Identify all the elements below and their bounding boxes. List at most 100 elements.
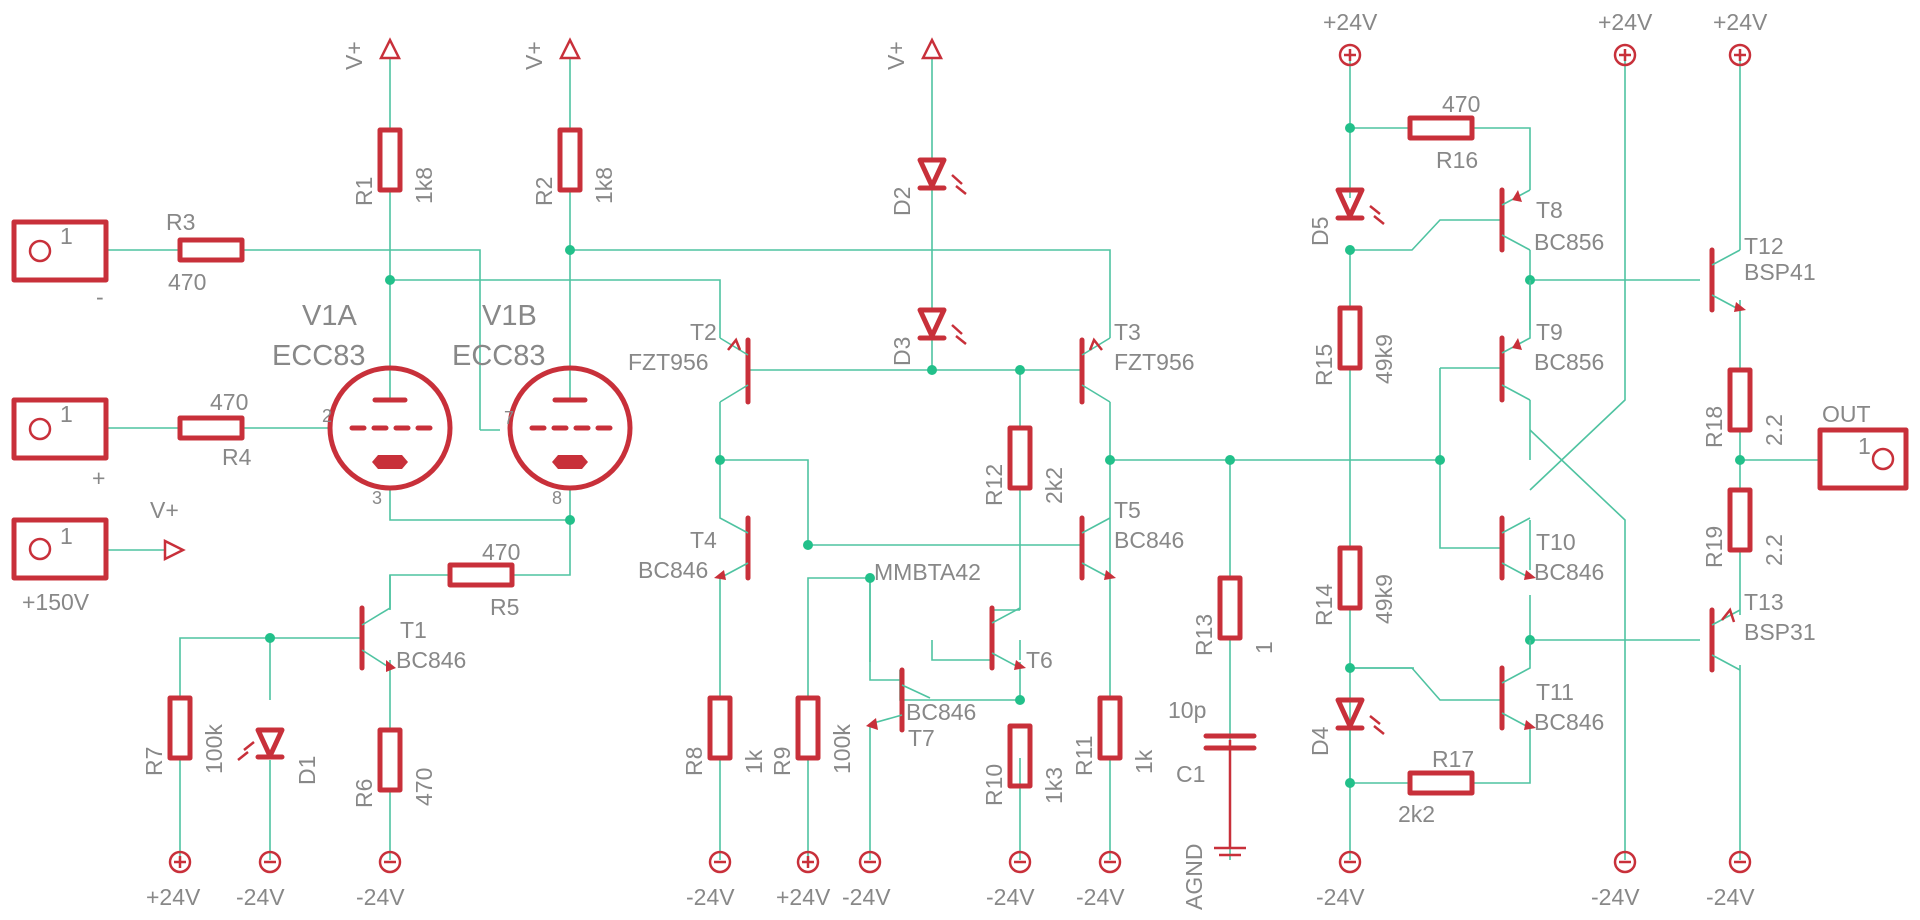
svg-text:-24V: -24V: [842, 884, 891, 910]
tube-value: ECC83: [272, 340, 366, 372]
svg-text:+24V: +24V: [776, 884, 831, 910]
connector-label: +: [92, 465, 105, 491]
plus24-icon: +24V: [146, 850, 201, 910]
transistor-t7[interactable]: BC846 T7: [866, 667, 976, 751]
connector-supply-150v[interactable]: 1 +150V: [11, 517, 109, 615]
transistor-t5[interactable]: T5 BC846: [1079, 497, 1184, 581]
svg-text:2k2: 2k2: [1398, 801, 1435, 827]
svg-text:100k: 100k: [201, 724, 227, 774]
svg-text:T8: T8: [1536, 197, 1563, 223]
connector-input-minus[interactable]: 1 -: [11, 219, 109, 310]
capacitor-c1[interactable]: 10p C1: [1168, 697, 1257, 787]
svg-text:R10: R10: [981, 764, 1007, 806]
transistor-t4[interactable]: T4 BC846: [638, 470, 751, 583]
minus24-icon: -24V: [356, 850, 405, 910]
tube-v1b[interactable]: V1B ECC83 7 8: [452, 300, 633, 508]
svg-text:T9: T9: [1536, 319, 1563, 345]
svg-text:1k3: 1k3: [1041, 767, 1067, 804]
svg-text:R14: R14: [1311, 584, 1337, 626]
svg-text:10p: 10p: [1168, 697, 1206, 723]
transistor-t2[interactable]: T2 FZT956: [628, 319, 751, 405]
led-d5[interactable]: D5: [1307, 187, 1385, 246]
minus24-icon: -24V: [986, 850, 1035, 910]
transistor-t12[interactable]: T12 BSP41: [1709, 233, 1816, 313]
svg-text:7: 7: [504, 408, 514, 428]
svg-text:470: 470: [168, 269, 206, 295]
svg-text:T2: T2: [690, 319, 717, 345]
connector-input-plus[interactable]: 1 +: [11, 397, 109, 491]
vplus-icon: V+: [341, 37, 402, 70]
svg-text:49k9: 49k9: [1371, 334, 1397, 384]
transistor-t6[interactable]: T6 MMBTA42: [874, 559, 1053, 673]
transistor-t1[interactable]: T1 BC846: [359, 575, 466, 673]
led-d4[interactable]: D4: [1307, 697, 1385, 756]
resistor-r10[interactable]: R10 1k3: [981, 723, 1067, 806]
svg-text:R13: R13: [1191, 614, 1217, 656]
transistor-t9[interactable]: T9 BC856: [1499, 280, 1604, 403]
minus24-icon: -24V: [1076, 850, 1125, 910]
pin-number: 1: [60, 523, 73, 549]
transistor-t3[interactable]: T3 FZT956: [1079, 319, 1195, 405]
svg-text:R4: R4: [222, 444, 252, 470]
transistors: T1 BC846 T2 FZT956 T3 FZT956 T4 BC846: [359, 187, 1816, 751]
svg-text:T13: T13: [1744, 589, 1784, 615]
svg-text:+24V: +24V: [146, 884, 201, 910]
svg-text:100k: 100k: [829, 724, 855, 774]
svg-text:1: 1: [1251, 641, 1277, 654]
svg-text:T1: T1: [400, 617, 427, 643]
svg-text:T5: T5: [1114, 497, 1141, 523]
svg-text:-24V: -24V: [1591, 884, 1640, 910]
resistor-r13[interactable]: R13 1: [1191, 575, 1277, 656]
svg-text:8: 8: [552, 488, 562, 508]
minus24-icon: -24V: [842, 850, 891, 910]
svg-text:-24V: -24V: [236, 884, 285, 910]
connector-label: +150V: [22, 589, 90, 615]
svg-text:470: 470: [210, 389, 248, 415]
svg-text:D5: D5: [1307, 217, 1333, 246]
resistor-r4[interactable]: R4470R4: [177, 389, 252, 470]
led-d1[interactable]: D1: [237, 727, 320, 785]
svg-text:1k8: 1k8: [591, 167, 617, 204]
svg-text:D2: D2: [889, 187, 915, 216]
svg-text:470: 470: [482, 539, 520, 565]
transistor-t8[interactable]: T8 BC856: [1499, 187, 1604, 255]
led-d3[interactable]: D3: [889, 307, 967, 366]
svg-text:FZT956: FZT956: [1114, 349, 1195, 375]
svg-text:3: 3: [372, 488, 382, 508]
svg-text:T12: T12: [1744, 233, 1784, 259]
connector-output[interactable]: 1 OUT: [1817, 401, 1909, 491]
svg-text:T3: T3: [1114, 319, 1141, 345]
transistor-t10[interactable]: T10 BC846: [1499, 515, 1604, 585]
transistor-t11[interactable]: T11 BC846: [1499, 640, 1604, 740]
svg-text:R5: R5: [490, 594, 519, 620]
led-d2[interactable]: D2: [889, 157, 967, 216]
svg-text:-24V: -24V: [1316, 884, 1365, 910]
pin-number: 1: [60, 223, 73, 249]
tube-v1a[interactable]: V1A ECC83 2 3: [272, 300, 453, 508]
vplus-icon: V+: [883, 37, 944, 70]
svg-text:BC856: BC856: [1534, 349, 1604, 375]
svg-text:R16: R16: [1436, 147, 1478, 173]
svg-text:1k: 1k: [1131, 749, 1157, 774]
svg-text:T7: T7: [908, 725, 935, 751]
transistor-t13[interactable]: T13 BSP31: [1709, 589, 1816, 673]
minus24-icon: -24V: [1316, 850, 1365, 910]
minus24-icon: -24V: [1706, 850, 1755, 910]
